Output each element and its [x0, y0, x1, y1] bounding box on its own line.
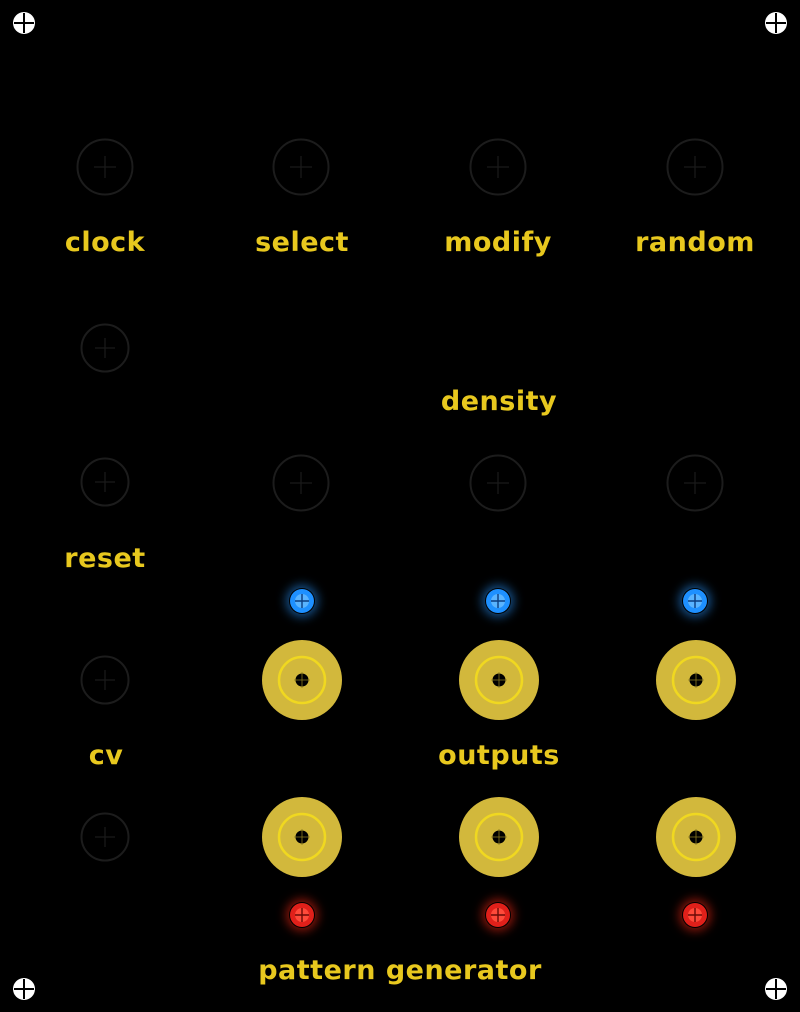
clock-knob[interactable]	[76, 138, 134, 196]
clock-input-jack[interactable]	[80, 323, 130, 373]
led-blue-3	[682, 588, 708, 614]
modify-knob[interactable]	[469, 138, 527, 196]
led-red-3	[682, 902, 708, 928]
screw-bottom-left-icon	[12, 977, 36, 1001]
reset-label: reset	[64, 543, 146, 574]
module-title: pattern generator	[258, 955, 542, 986]
led-blue-2	[485, 588, 511, 614]
output-jack-5[interactable]	[458, 796, 540, 878]
led-red-2	[485, 902, 511, 928]
led-red-1	[289, 902, 315, 928]
output-jack-2[interactable]	[458, 639, 540, 721]
screw-top-left-icon	[12, 11, 36, 35]
density-label: density	[440, 386, 558, 417]
cv-label: cv	[88, 740, 124, 771]
random-label: random	[635, 227, 755, 258]
outputs-label: outputs	[438, 740, 560, 771]
screw-top-right-icon	[764, 11, 788, 35]
density-knob-3[interactable]	[666, 454, 724, 512]
cv-input-jack[interactable]	[80, 655, 130, 705]
output-jack-3[interactable]	[655, 639, 737, 721]
led-blue-1	[289, 588, 315, 614]
reset-input-jack[interactable]	[80, 457, 130, 507]
clock-label: clock	[64, 227, 146, 258]
density-knob-2[interactable]	[469, 454, 527, 512]
select-knob[interactable]	[272, 138, 330, 196]
output-jack-6[interactable]	[655, 796, 737, 878]
modify-label: modify	[444, 227, 552, 258]
random-knob[interactable]	[666, 138, 724, 196]
output-jack-4[interactable]	[261, 796, 343, 878]
screw-bottom-right-icon	[764, 977, 788, 1001]
output-jack-1[interactable]	[261, 639, 343, 721]
aux-input-jack[interactable]	[80, 812, 130, 862]
density-knob-1[interactable]	[272, 454, 330, 512]
select-label: select	[255, 227, 349, 258]
